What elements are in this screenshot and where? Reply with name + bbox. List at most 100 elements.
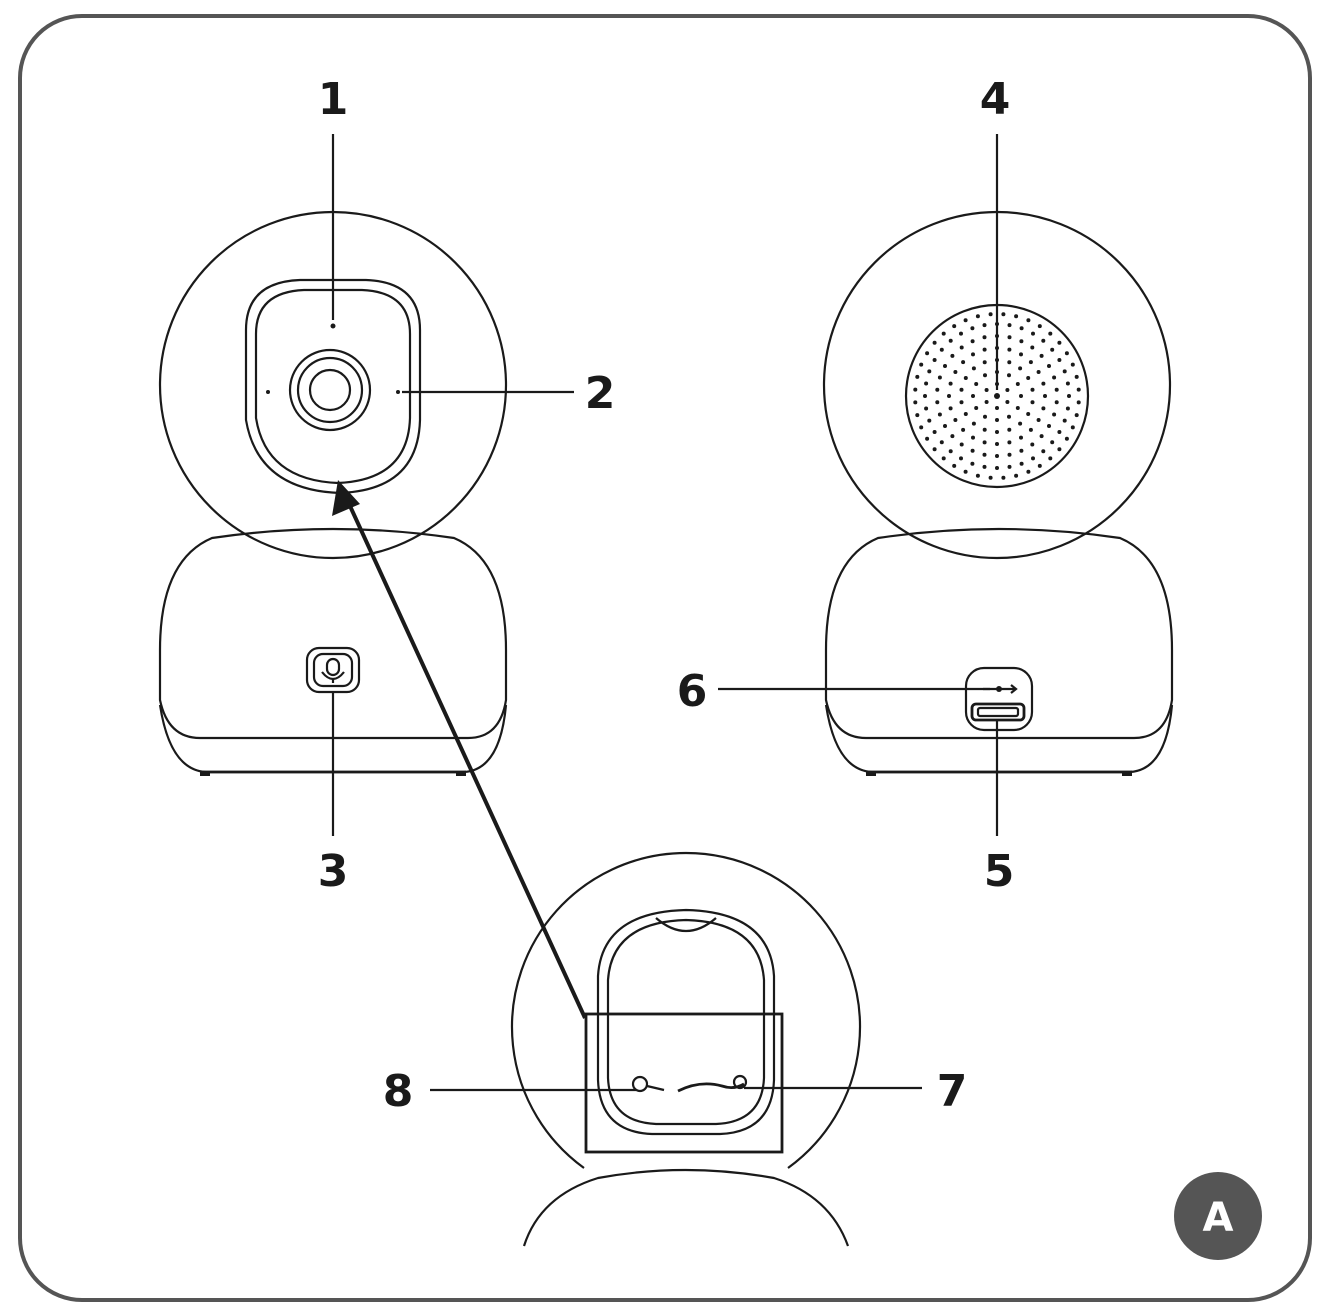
speaker-hole xyxy=(995,418,999,422)
speaker-hole xyxy=(959,345,964,350)
speaker-hole xyxy=(975,473,980,478)
speaker-hole xyxy=(1062,369,1067,374)
speaker-hole xyxy=(1050,347,1055,352)
speaker-hole xyxy=(984,388,989,392)
speaker-hole xyxy=(932,358,937,362)
speaker-hole xyxy=(995,454,999,458)
speaker-hole xyxy=(1076,400,1081,405)
speaker-hole xyxy=(1057,447,1062,452)
speaker-hole xyxy=(947,394,951,398)
speaker-hole xyxy=(1070,362,1075,367)
speaker-hole xyxy=(950,353,955,358)
speaker-hole xyxy=(913,387,918,392)
callout-6: 6 xyxy=(677,666,708,717)
speaker-hole xyxy=(995,406,999,410)
detail-head xyxy=(510,851,862,1169)
speaker-hole xyxy=(939,440,944,445)
speaker-hole xyxy=(952,463,957,468)
speaker-hole xyxy=(1064,351,1069,356)
speaker-hole xyxy=(982,347,987,352)
speaker-hole xyxy=(971,352,975,357)
speaker-hole xyxy=(959,456,963,461)
speaker-hole xyxy=(1054,387,1059,392)
speaker-hole xyxy=(1031,331,1035,336)
badge-label: A xyxy=(1203,1195,1234,1241)
back-base-body xyxy=(824,527,1174,740)
speaker-hole xyxy=(1070,425,1075,430)
speaker-hole xyxy=(1014,314,1019,319)
detail-base xyxy=(522,1168,850,1247)
speaker-hole xyxy=(975,314,980,319)
speaker-hole xyxy=(974,382,979,386)
speaker-hole xyxy=(927,369,932,374)
front-foot-left xyxy=(200,772,210,776)
speaker-hole xyxy=(970,461,975,466)
port-housing xyxy=(964,666,1034,732)
speaker-hole xyxy=(959,442,964,447)
front-foot-right xyxy=(456,772,466,776)
callout-5: 5 xyxy=(984,846,1015,897)
callout-leaders xyxy=(331,134,999,1092)
speaker-hole xyxy=(1007,464,1012,469)
speaker-hole xyxy=(1041,406,1046,411)
speaker-hole xyxy=(1030,345,1035,350)
speaker-hole xyxy=(1037,324,1042,329)
speaker-hole xyxy=(1026,318,1031,323)
speaker-hole xyxy=(983,414,987,419)
speaker-hole xyxy=(919,362,924,367)
speaker-hole xyxy=(1005,400,1010,404)
detail-panel-outer xyxy=(596,908,776,1136)
speaker-hole xyxy=(924,406,929,411)
speaker-hole xyxy=(932,447,937,452)
speaker-hole xyxy=(982,323,987,328)
speaker-hole xyxy=(982,360,987,365)
speaker-hole xyxy=(1001,475,1006,480)
diagram-frame xyxy=(18,14,1312,1302)
speaker-hole xyxy=(943,364,947,368)
speaker-hole xyxy=(1019,448,1024,453)
speaker-hole xyxy=(1062,418,1067,423)
figure-badge: A xyxy=(1174,1172,1262,1260)
speaker-hole xyxy=(937,375,942,380)
speaker-hole xyxy=(937,412,942,417)
speaker-hole xyxy=(1007,335,1012,340)
speaker-hole xyxy=(1007,452,1012,457)
speaker-hole xyxy=(1007,427,1012,432)
speaker-holes xyxy=(913,312,1081,480)
speaker-hole xyxy=(1031,456,1035,461)
speaker-hole xyxy=(1057,358,1062,362)
speaker-hole xyxy=(1018,366,1023,371)
callout-8: 8 xyxy=(383,1066,414,1117)
speaker-hole xyxy=(1028,427,1033,432)
speaker-hole xyxy=(959,331,963,336)
speaker-hole xyxy=(970,326,975,331)
speaker-hole xyxy=(982,335,987,340)
speaker-hole xyxy=(1005,388,1010,392)
speaker-hole xyxy=(1030,400,1035,405)
callout-1: 1 xyxy=(318,74,349,125)
speaker-hole xyxy=(925,351,930,356)
front-lens-panel-outer xyxy=(244,278,422,495)
back-foot-left xyxy=(866,772,876,776)
speaker-hole xyxy=(959,387,964,392)
speaker-hole xyxy=(1036,370,1041,374)
speaker-hole xyxy=(1007,373,1011,378)
speaker-hole xyxy=(1047,364,1051,368)
front-lens-panel-inner xyxy=(254,288,412,485)
reset-button xyxy=(631,1075,665,1093)
speaker-hole xyxy=(1037,463,1042,468)
speaker-hole xyxy=(971,421,976,426)
speaker-hole xyxy=(1019,435,1023,440)
back-foot-right xyxy=(1122,772,1132,776)
speaker-hole xyxy=(974,406,979,410)
callout-2: 2 xyxy=(585,368,616,419)
speaker-hole xyxy=(988,475,993,480)
callout-4: 4 xyxy=(980,74,1011,125)
speaker-hole xyxy=(919,425,924,430)
speaker-hole xyxy=(1043,394,1047,398)
speaker-hole xyxy=(1052,412,1057,417)
speaker-hole xyxy=(1067,394,1071,398)
speaker-hole xyxy=(913,400,918,405)
front-base-body xyxy=(158,527,508,740)
